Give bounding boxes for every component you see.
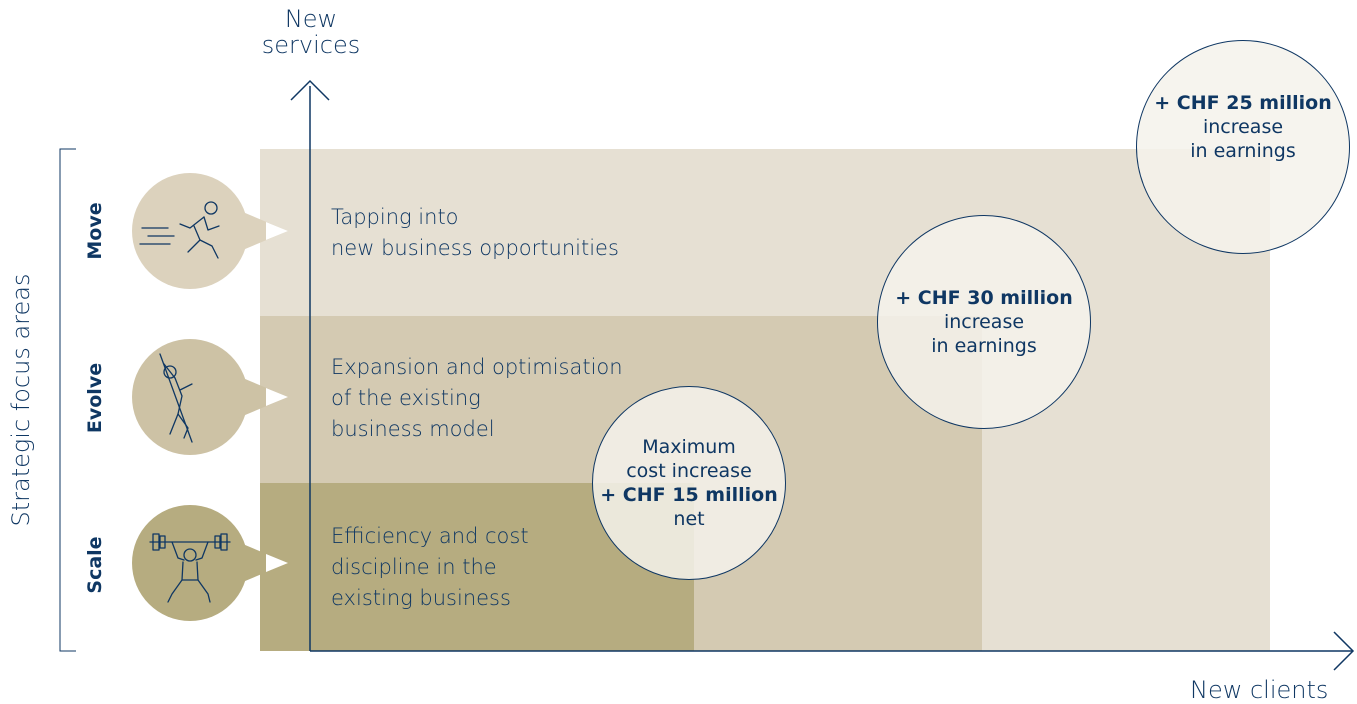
scale-description: Efficiency and cost discipline in the ex… — [331, 521, 529, 614]
move-bubble-amount: + CHF 25 million — [1154, 92, 1332, 114]
move-bubble-line: in earnings — [1190, 140, 1296, 162]
move-description-line: new business opportunities — [331, 236, 619, 260]
evolve-earnings-bubble: + CHF 30 million increase in earnings — [877, 215, 1091, 429]
cost-bubble-line: cost increase — [626, 460, 752, 482]
y-axis-label: New services — [256, 6, 366, 58]
sprinter-icon — [139, 201, 220, 259]
side-axis-label: Strategic focus areas — [7, 273, 35, 527]
focus-label-scale: Scale — [84, 536, 106, 594]
scale-icon-bubble — [132, 505, 288, 621]
x-axis-arrow — [1333, 631, 1355, 671]
scale-description-line: discipline in the — [331, 555, 497, 579]
cost-increase-bubble: Maximum cost increase + CHF 15 million n… — [592, 386, 786, 580]
y-axis-label-line1: New — [284, 5, 338, 33]
focus-bracket — [59, 148, 76, 652]
x-axis-label: New clients — [1190, 676, 1329, 704]
focus-label-move: Move — [84, 202, 106, 260]
move-bubble-line: increase — [1202, 116, 1284, 138]
scale-description-line: existing business — [331, 586, 511, 610]
pole-vaulter-icon — [159, 353, 193, 443]
move-description: Tapping into new business opportunities — [331, 202, 619, 264]
y-axis-arrow — [290, 79, 330, 101]
move-earnings-bubble: + CHF 25 million increase in earnings — [1136, 40, 1350, 254]
cost-bubble-line: Maximum — [642, 436, 736, 458]
evolve-bubble-line: in earnings — [931, 335, 1037, 357]
evolve-icon-bubble — [132, 339, 288, 455]
y-axis-label-line2: services — [261, 31, 361, 59]
scale-description-line: Efficiency and cost — [331, 524, 529, 548]
evolve-bubble-amount: + CHF 30 million — [895, 287, 1073, 309]
evolve-description-line: Expansion and optimisation — [331, 355, 623, 379]
cost-bubble-amount: + CHF 15 million — [600, 484, 778, 506]
focus-label-evolve: Evolve — [84, 362, 106, 434]
evolve-description: Expansion and optimisation of the existi… — [331, 352, 623, 445]
evolve-description-line: of the existing — [331, 386, 481, 410]
weightlifter-icon — [149, 533, 231, 603]
move-icon-bubble — [132, 173, 288, 289]
evolve-description-line: business model — [331, 417, 495, 441]
evolve-bubble-line: increase — [943, 311, 1025, 333]
move-description-line: Tapping into — [331, 205, 459, 229]
cost-bubble-line: net — [673, 508, 705, 530]
